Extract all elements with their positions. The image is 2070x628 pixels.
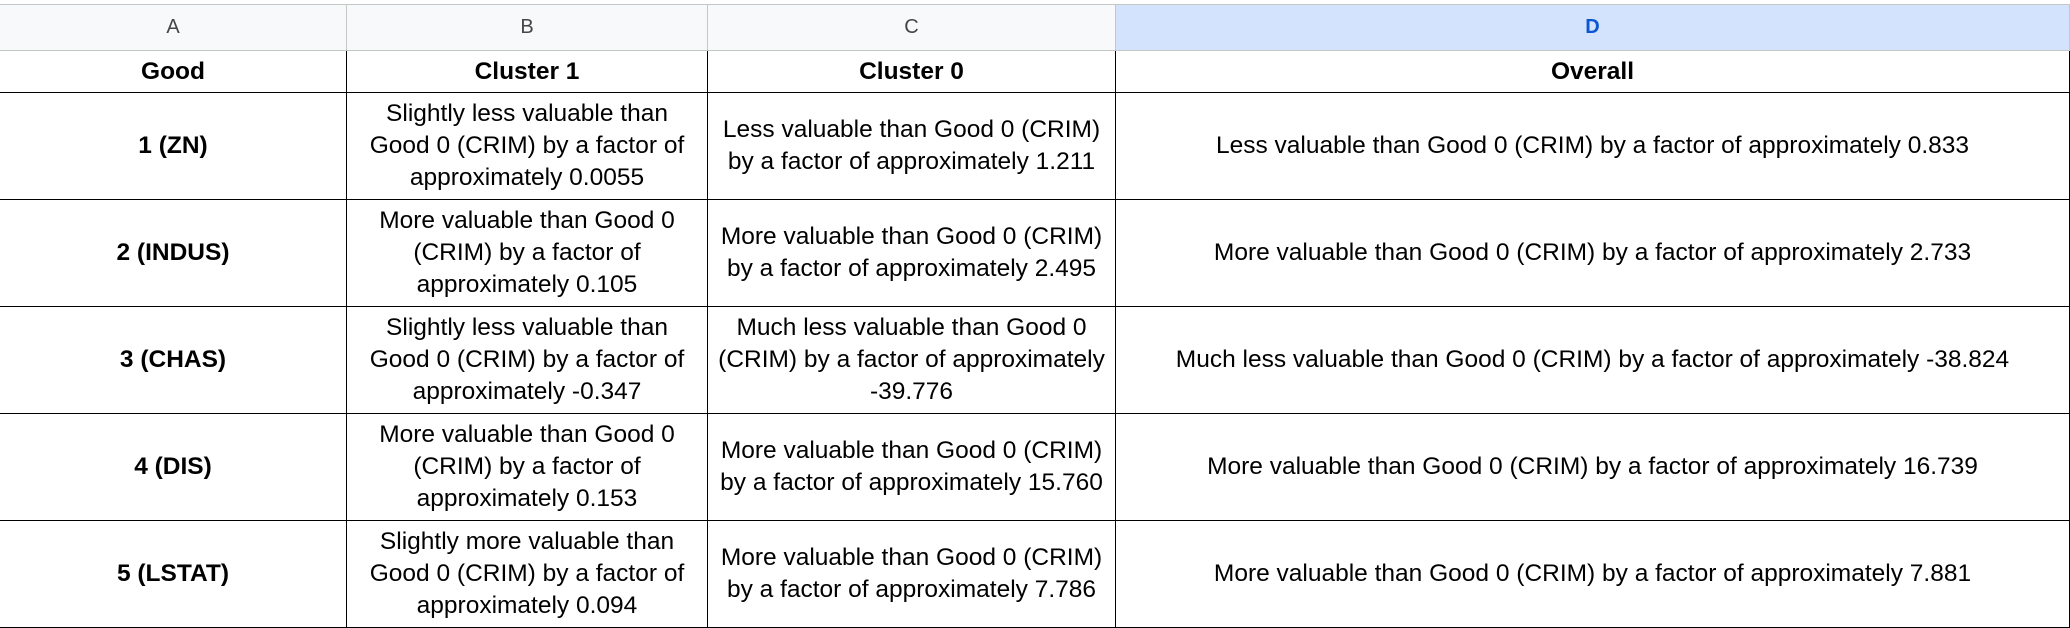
cell-good[interactable]: 1 (ZN) [0,93,347,199]
table-row: 5 (LSTAT) Slightly more valuable than Go… [0,521,2070,628]
cell-good[interactable]: 3 (CHAS) [0,307,347,413]
table-row: 1 (ZN) Slightly less valuable than Good … [0,93,2070,200]
cell-cluster-1[interactable]: Slightly less valuable than Good 0 (CRIM… [347,307,708,413]
column-header-bar: A B C D [0,4,2070,51]
cell-good[interactable]: 2 (INDUS) [0,200,347,306]
cell-overall[interactable]: Less valuable than Good 0 (CRIM) by a fa… [1116,93,2070,199]
column-header-c[interactable]: C [708,5,1116,50]
column-header-b[interactable]: B [347,5,708,50]
cell-cluster-1[interactable]: Slightly more valuable than Good 0 (CRIM… [347,521,708,627]
cell-overall[interactable]: Much less valuable than Good 0 (CRIM) by… [1116,307,2070,413]
column-header-d[interactable]: D [1116,5,2070,50]
cell-grid: Good Cluster 1 Cluster 0 Overall 1 (ZN) … [0,51,2070,628]
cell-overall[interactable]: More valuable than Good 0 (CRIM) by a fa… [1116,414,2070,520]
cell-good[interactable]: 5 (LSTAT) [0,521,347,627]
cell-cluster-0[interactable]: More valuable than Good 0 (CRIM) by a fa… [708,200,1116,306]
table-header-row: Good Cluster 1 Cluster 0 Overall [0,51,2070,93]
cell-cluster-1[interactable]: More valuable than Good 0 (CRIM) by a fa… [347,200,708,306]
cell-cluster-0[interactable]: More valuable than Good 0 (CRIM) by a fa… [708,414,1116,520]
cell-cluster-0[interactable]: Much less valuable than Good 0 (CRIM) by… [708,307,1116,413]
column-header-a[interactable]: A [0,5,347,50]
header-cell-overall[interactable]: Overall [1116,51,2070,92]
header-cell-cluster-0[interactable]: Cluster 0 [708,51,1116,92]
header-cell-cluster-1[interactable]: Cluster 1 [347,51,708,92]
cell-cluster-1[interactable]: More valuable than Good 0 (CRIM) by a fa… [347,414,708,520]
cell-good[interactable]: 4 (DIS) [0,414,347,520]
table-row: 2 (INDUS) More valuable than Good 0 (CRI… [0,200,2070,307]
cell-cluster-1[interactable]: Slightly less valuable than Good 0 (CRIM… [347,93,708,199]
header-cell-good[interactable]: Good [0,51,347,92]
cell-cluster-0[interactable]: Less valuable than Good 0 (CRIM) by a fa… [708,93,1116,199]
table-row: 4 (DIS) More valuable than Good 0 (CRIM)… [0,414,2070,521]
table-row: 3 (CHAS) Slightly less valuable than Goo… [0,307,2070,414]
cell-cluster-0[interactable]: More valuable than Good 0 (CRIM) by a fa… [708,521,1116,627]
cell-overall[interactable]: More valuable than Good 0 (CRIM) by a fa… [1116,521,2070,627]
cell-overall[interactable]: More valuable than Good 0 (CRIM) by a fa… [1116,200,2070,306]
